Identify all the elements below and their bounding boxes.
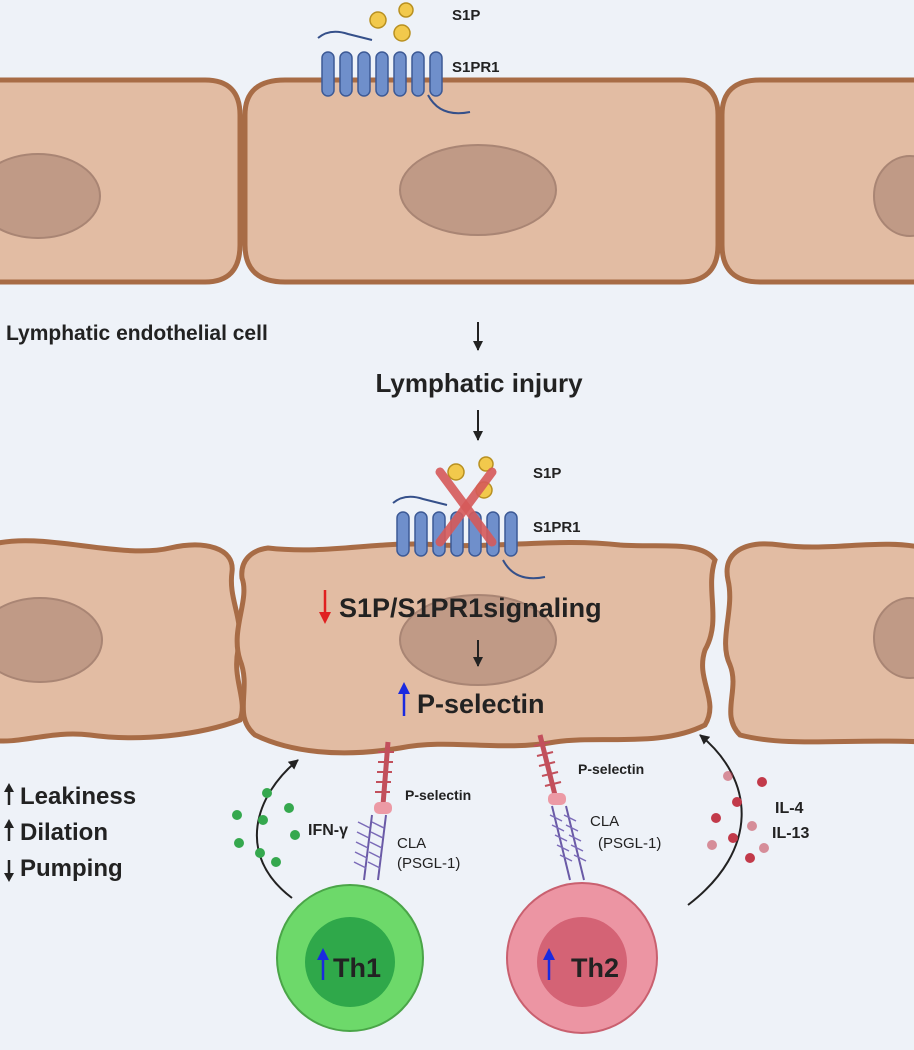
top-s1p-molecules: [369, 2, 414, 42]
th2-psgl1-ligand: [549, 805, 587, 881]
top-s1p-label: S1P: [452, 7, 480, 24]
effect-pumping: Pumping: [20, 855, 123, 882]
th1-pselectin-label: P-selectin: [405, 787, 471, 803]
th2-pselectin-stalk: [533, 734, 566, 805]
top-nucleus-left: [0, 153, 101, 239]
th1-curved-arrow: [255, 759, 299, 899]
th1-pselectin-stalk: [374, 741, 394, 814]
down-arrow-icon: [319, 590, 331, 624]
effects-list: Leakiness Dilation Pumping: [4, 783, 136, 882]
bottom-nucleus-right: [873, 597, 914, 679]
il4-label: IL-4: [775, 800, 804, 817]
top-nucleus-center: [399, 144, 557, 236]
bottom-s1pr1-label: S1PR1: [533, 519, 581, 536]
th2-psgl1-label: (PSGL-1): [598, 835, 661, 852]
top-s1pr1-label: S1PR1: [452, 59, 500, 76]
up-arrow-icon: [4, 783, 14, 805]
th1-psgl1-label: (PSGL-1): [397, 855, 460, 872]
blocked-x-icon: [435, 467, 497, 547]
up-arrow-icon: [543, 948, 555, 980]
top-nucleus-right: [873, 155, 914, 237]
th2-pselectin-label: P-selectin: [578, 761, 644, 777]
bottom-nucleus-left: [0, 597, 103, 683]
ifn-gamma-label: IFN-γ: [308, 822, 348, 839]
pselectin-upregulated-label: P-selectin: [417, 689, 545, 719]
effect-dilation: Dilation: [20, 819, 108, 846]
th2-curved-arrow: [687, 734, 743, 906]
th1-psgl1-ligand: [353, 814, 387, 881]
up-arrow-icon: [4, 819, 14, 841]
il-molecules: [707, 771, 769, 863]
lymphatic-injury-label: Lymphatic injury: [375, 368, 583, 398]
up-arrow-icon: [317, 948, 329, 980]
bottom-s1p-label: S1P: [533, 465, 561, 482]
th1-cell: [276, 884, 424, 1032]
th2-label: Th2: [571, 953, 619, 983]
lymphatic-endothelial-cell-label: Lymphatic endothelial cell: [6, 322, 268, 345]
effect-leakiness: Leakiness: [20, 783, 136, 810]
top-cell-right: [719, 77, 914, 285]
bottom-endothelial-layer: [0, 538, 914, 756]
top-s1pr1-receptor: [317, 30, 471, 115]
th2-cell: [506, 882, 658, 1034]
th1-cla-label: CLA: [397, 835, 426, 852]
top-endothelial-layer: [0, 77, 914, 285]
bottom-cell-right: [723, 541, 914, 745]
th2-cla-label: CLA: [590, 813, 619, 830]
up-arrow-icon: [398, 682, 410, 716]
il13-label: IL-13: [772, 825, 809, 842]
th1-label: Th1: [333, 953, 381, 983]
ifn-gamma-molecules: [232, 788, 300, 867]
down-arrow-icon: [4, 860, 14, 882]
signaling-label: S1P/S1PR1signaling: [339, 593, 602, 623]
